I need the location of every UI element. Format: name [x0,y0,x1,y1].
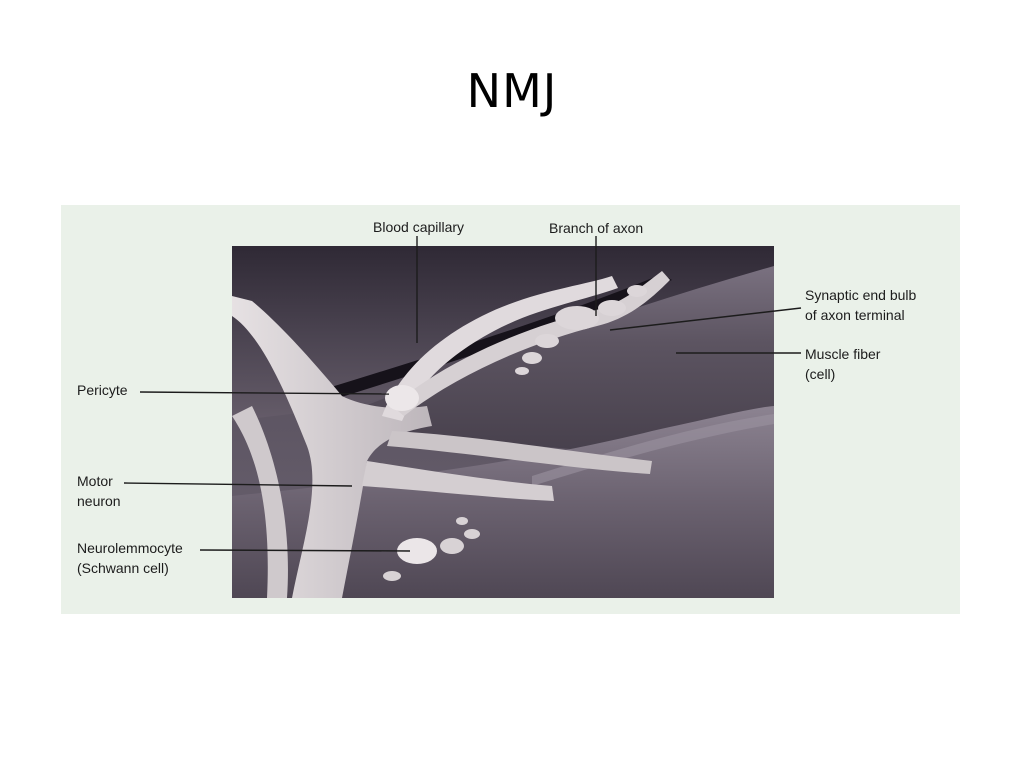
micrograph-svg [232,246,774,598]
micrograph-image [232,246,774,598]
label-neurolemmocyte: Neurolemmocyte (Schwann cell) [77,540,183,576]
label-muscle-fiber: Muscle fiber (cell) [805,346,881,382]
label-branch-of-axon: Branch of axon [549,220,644,236]
label-motor-neuron: Motor neuron [77,473,121,509]
label-pericyte: Pericyte [77,382,128,398]
pericyte-cell [385,385,419,411]
nerve-branch-lower [362,461,554,501]
label-blood-capillary: Blood capillary [373,219,465,235]
nerve-branch-middle [387,431,652,474]
fiber-highlight [532,414,774,486]
axon-branch [392,271,670,416]
motor-neuron-trunk [232,296,432,598]
slide-title: NMJ [466,64,558,118]
label-synaptic-end-bulb: Synaptic end bulb of axon terminal [805,287,917,323]
synaptic-end-bulbs [515,285,647,375]
neurolemmocyte-cell [397,538,437,564]
lower-end-bulbs [383,517,480,581]
